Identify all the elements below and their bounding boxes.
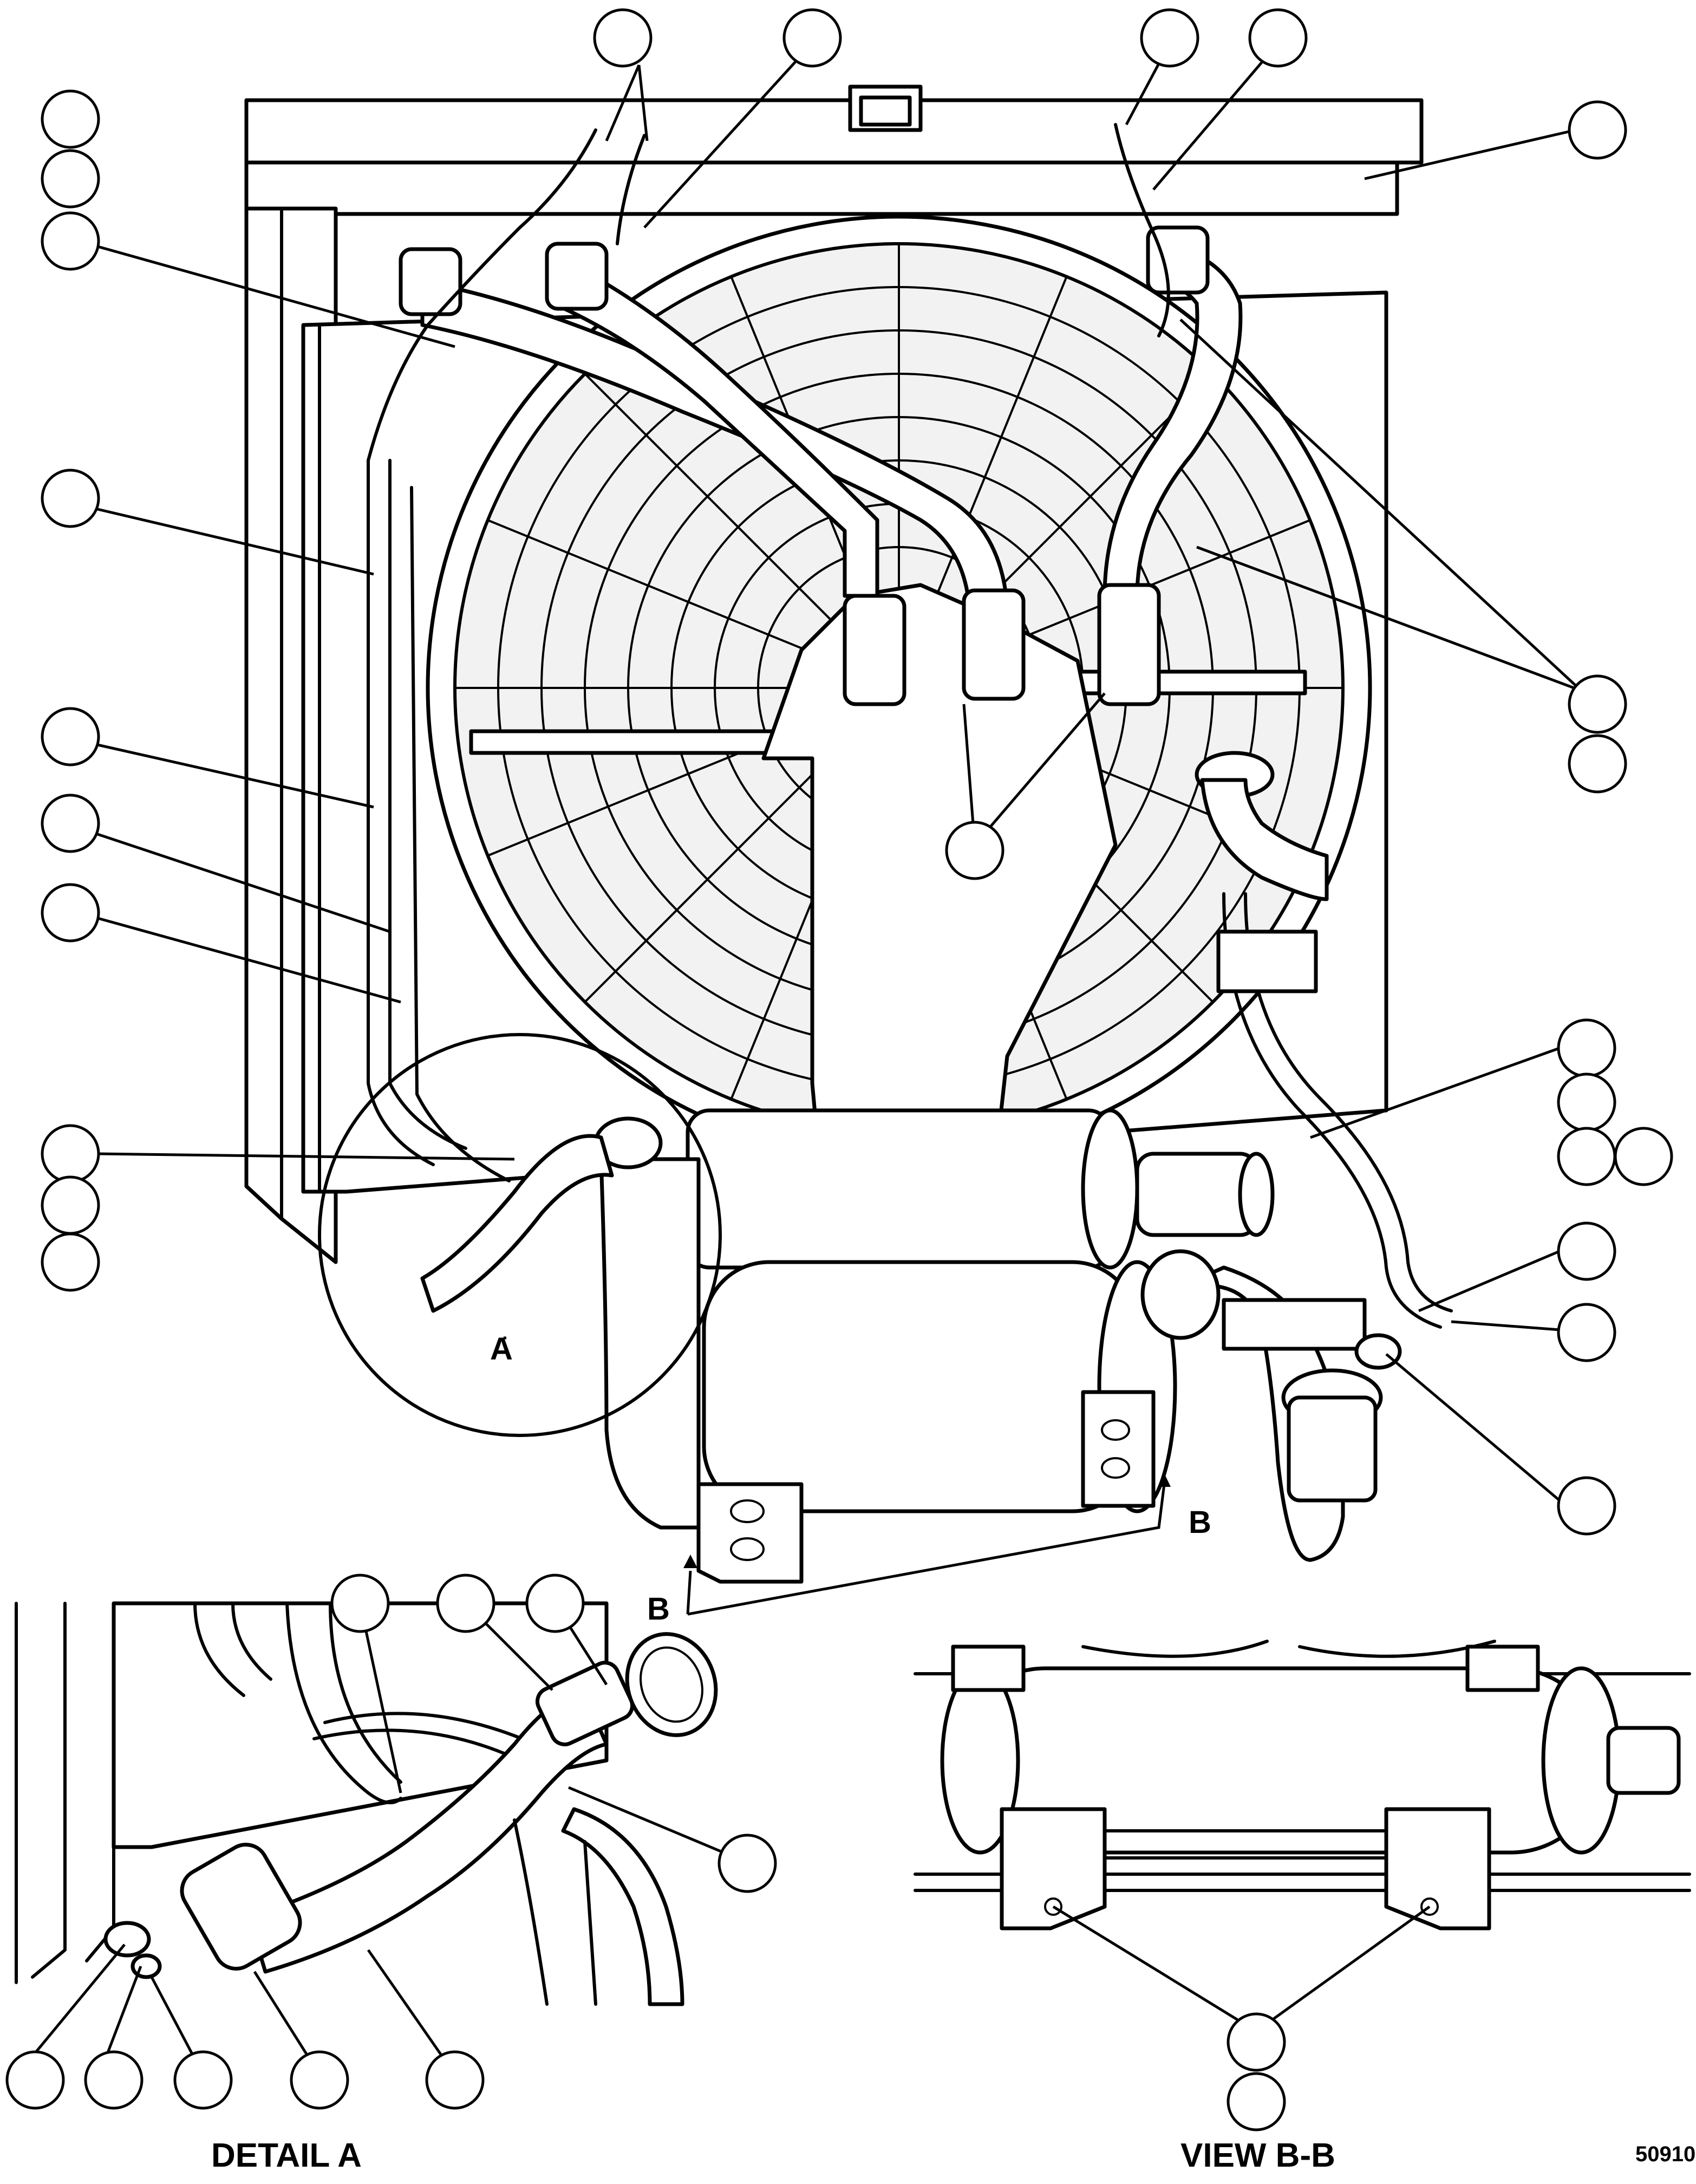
callout-balloon [290,2050,349,2110]
callout-balloon [1557,1476,1616,1536]
detail-a-circle [318,1033,722,1437]
callout-balloon [593,8,653,68]
callout-balloon [41,211,100,271]
callout-balloon [41,883,100,942]
inlet-pipe-left [593,1116,701,1530]
section-arrow-b [687,1484,1166,1616]
view-bb-caption: VIEW B-B [1180,2137,1335,2174]
callout-balloon [41,1175,100,1235]
detail-marker-a: A [490,1331,513,1367]
callout-balloon [41,707,100,766]
callout-balloon [41,1124,100,1184]
callout-balloon [1557,1072,1616,1132]
callout-balloon [41,89,100,149]
callout-balloon [1140,8,1199,68]
callout-balloon [84,2050,143,2110]
callout-balloon [1248,8,1308,68]
main-view: A B B [41,8,1673,1627]
callout-balloon [1614,1127,1673,1186]
detail-a-caption: DETAIL A [211,2137,362,2174]
callout-balloon [1227,2072,1286,2131]
callout-balloon [1557,1127,1616,1186]
callout-balloon [525,1574,585,1633]
callout-balloon [1227,2012,1286,2072]
callout-balloons-main [41,8,1673,1536]
callout-balloon [5,2050,65,2110]
callout-balloon [41,469,100,528]
coolant-hoses [367,123,1453,1329]
callout-balloon [173,2050,233,2110]
callout-balloon [436,1574,495,1633]
callout-balloon [1557,1303,1616,1362]
callout-balloon [330,1574,390,1633]
callout-balloon [782,8,842,68]
callout-balloon [425,2050,485,2110]
view-marker-b-left: B [647,1591,670,1627]
callout-balloon [1568,100,1627,160]
detail-a-view: DETAIL A [5,1574,777,2174]
callout-balloon [1557,1018,1616,1078]
callout-balloon [945,821,1004,880]
view-marker-b-right: B [1189,1505,1211,1540]
muffler-upper [686,1108,1275,1270]
view-bb: VIEW B-B [914,1640,1691,2174]
callout-balloon [717,1834,777,1893]
muffler-lower [696,1260,1177,1584]
outlet-elbow [1140,1249,1402,1562]
drawing-number: 50910Z [1635,2142,1696,2166]
callout-balloon [41,794,100,853]
callout-balloon [1557,1221,1616,1281]
callout-balloon [41,149,100,209]
right-elbow-pipe [1195,751,1329,993]
leader-lines [97,42,1582,1502]
callout-balloon [41,1232,100,1292]
callout-balloon [1568,674,1627,734]
callout-balloon [1568,734,1627,794]
